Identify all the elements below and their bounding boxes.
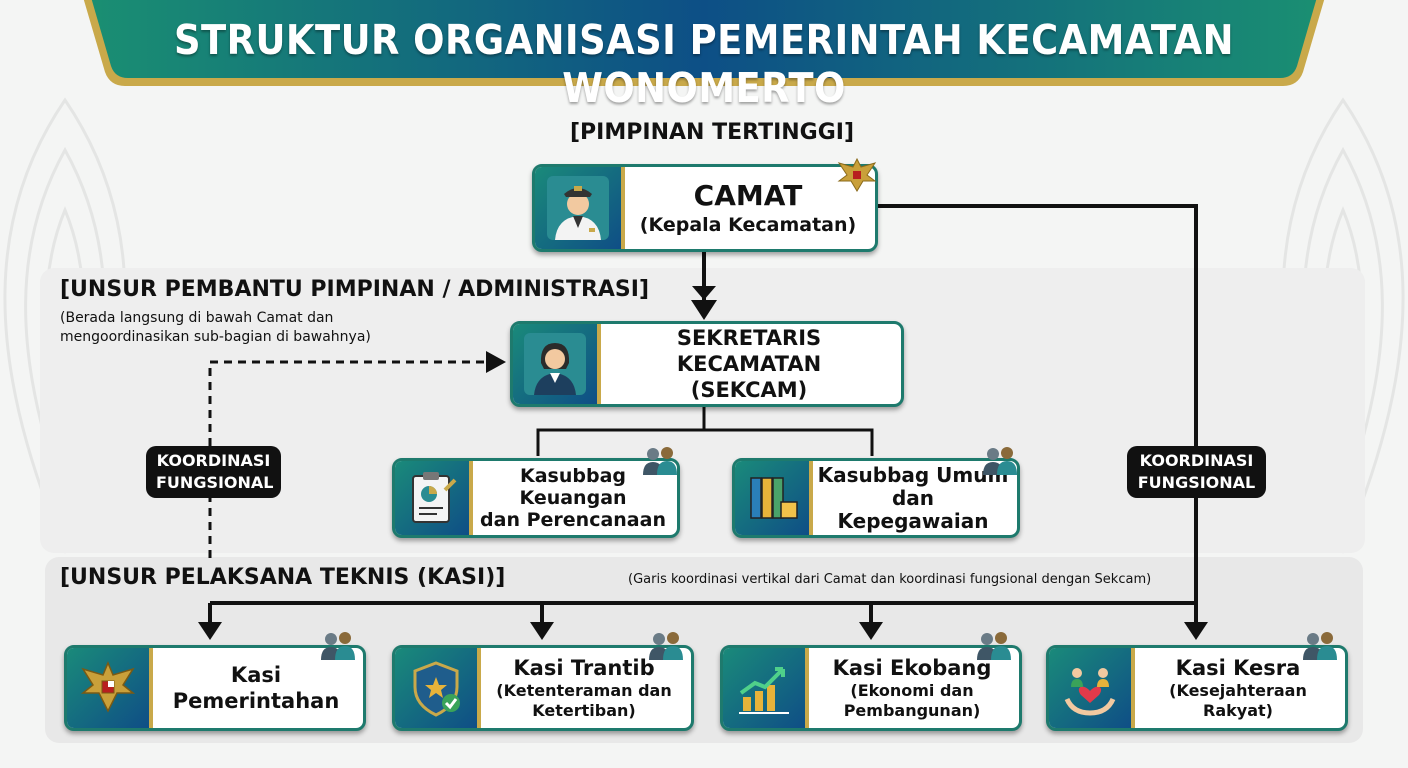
- staff-group-icon: [1303, 632, 1337, 660]
- hands-hearts-icon: [1049, 648, 1135, 728]
- technical-section-note: (Garis koordinasi vertikal dari Camat da…: [628, 572, 1152, 587]
- staff-group-icon: [649, 632, 683, 660]
- sekcam-abbreviation: (SEKCAM): [690, 378, 808, 402]
- kasi-ekobang-card[interactable]: Kasi Ekobang (Ekonomi dan Pembangunan): [720, 645, 1022, 731]
- kasi-pemerintahan-line2: Pemerintahan: [172, 689, 340, 713]
- official-avatar-icon: [535, 167, 625, 249]
- kasi-ekobang-title: Kasi Ekobang: [832, 656, 992, 680]
- garuda-emblem-icon: [67, 648, 153, 728]
- admin-section-note-2: mengoordinasikan sub-bagian di bawahnya): [60, 329, 371, 345]
- technical-section-label: [UNSUR PELAKSANA TEKNIS (KASI)]: [60, 565, 506, 590]
- camat-card[interactable]: CAMAT (Kepala Kecamatan): [532, 157, 878, 252]
- camat-title: CAMAT: [693, 179, 803, 212]
- kasi-trantib-sub1: (Ketenteraman dan: [496, 681, 672, 700]
- kasi-kesra-card[interactable]: Kasi Kesra (Kesejahteraan Rakyat): [1046, 645, 1348, 731]
- kasi-kesra-sub1: (Kesejahteraan Rakyat): [1169, 681, 1307, 720]
- sekcam-title: SEKRETARIS KECAMATAN: [676, 326, 822, 376]
- kasubbag-umum-line1: Kasubbag Umum: [817, 462, 1009, 487]
- kasi-ekobang-sub2: Pembangunan): [843, 701, 981, 720]
- shield-star-icon: [395, 648, 481, 728]
- title-banner: [83, 0, 1325, 86]
- camat-subtitle: (Kepala Kecamatan): [639, 214, 857, 236]
- admin-section-note-1: (Berada langsung di bawah Camat dan: [60, 310, 334, 326]
- female-officer-icon: [513, 324, 601, 404]
- clipboard-chart-icon: [395, 461, 473, 535]
- admin-section-label: [UNSUR PEMBANTU PIMPINAN / ADMINISTRASI]: [60, 277, 650, 302]
- binders-icon: [735, 461, 813, 535]
- kasubbag-keuangan-card[interactable]: Kasubbag Keuangan dan Perencanaan: [392, 458, 680, 538]
- staff-group-icon: [983, 447, 1017, 475]
- kasi-trantib-card[interactable]: Kasi Trantib (Ketenteraman dan Ketertiba…: [392, 645, 694, 731]
- top-leadership-label: [PIMPINAN TERTINGGI]: [570, 120, 855, 145]
- kasubbag-umum-line2: dan Kepegawaian: [837, 485, 989, 533]
- kasi-trantib-title: Kasi Trantib: [513, 656, 655, 680]
- kasi-ekobang-sub1: (Ekonomi dan: [850, 681, 974, 700]
- kasubbag-umum-card[interactable]: Kasubbag Umum dan Kepegawaian: [732, 458, 1020, 538]
- page-title: STRUKTUR ORGANISASI PEMERINTAH KECAMATAN…: [173, 16, 1235, 112]
- kasubbag-keuangan-line2: dan Perencanaan: [480, 509, 666, 531]
- sekcam-card[interactable]: SEKRETARIS KECAMATAN (SEKCAM): [510, 321, 904, 407]
- staff-group-icon: [643, 447, 677, 475]
- staff-group-icon: [977, 632, 1011, 660]
- garuda-emblem-icon: [837, 157, 877, 192]
- growth-chart-icon: [723, 648, 809, 728]
- staff-group-icon: [321, 632, 355, 660]
- kasi-trantib-sub2: Ketertiban): [532, 701, 636, 720]
- kasubbag-keuangan-line1: Kasubbag Keuangan: [519, 465, 627, 509]
- kasi-pemerintahan-line1: Kasi: [230, 663, 282, 687]
- kasi-kesra-title: Kasi Kesra: [1175, 656, 1301, 680]
- kasi-pemerintahan-card[interactable]: Kasi Pemerintahan: [64, 645, 366, 731]
